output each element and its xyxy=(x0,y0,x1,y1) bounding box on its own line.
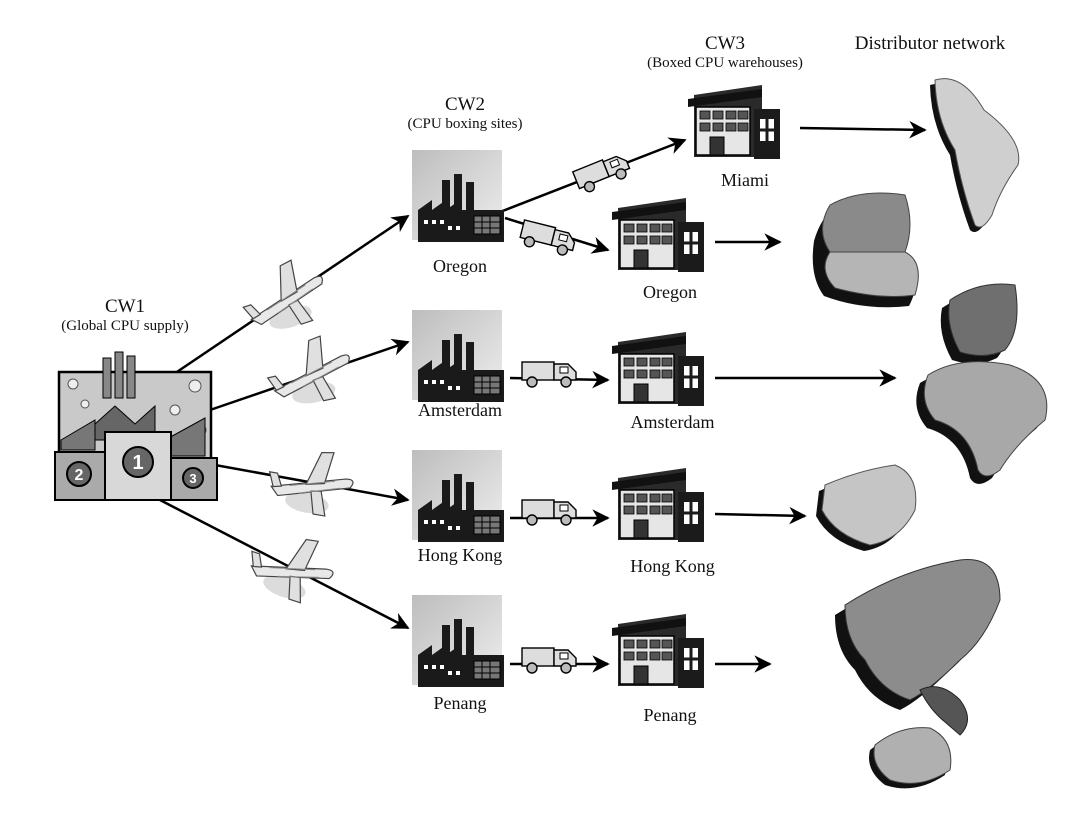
truck-icon xyxy=(521,499,577,526)
cw3-site-amsterdam: Amsterdam xyxy=(630,412,715,432)
warehouse-icon xyxy=(610,612,706,690)
airplane-icon xyxy=(263,441,359,521)
cw2-subtitle: (CPU boxing sites) xyxy=(407,115,523,132)
arrow-miami-southamerica xyxy=(799,120,927,139)
cw1-label: CW1 (Global CPU supply) xyxy=(30,296,220,335)
cw3-site-oregon: Oregon xyxy=(643,282,697,302)
airplane-icon xyxy=(233,252,335,341)
china-map-icon xyxy=(816,464,917,551)
factory-icon xyxy=(411,149,505,243)
cw3-site-miami: Miami xyxy=(721,170,769,190)
truck-icon xyxy=(572,150,633,196)
cw3-subtitle: (Boxed CPU warehouses) xyxy=(647,54,803,71)
north-america-map-icon xyxy=(812,192,919,308)
warehouse-icon xyxy=(686,83,782,161)
svg-text:3: 3 xyxy=(189,471,196,486)
arrow-hongkong-china xyxy=(714,506,807,525)
cw2-site-penang: Penang xyxy=(433,693,487,713)
truck-icon xyxy=(521,647,577,674)
truck-icon xyxy=(521,361,577,388)
airplane-icon xyxy=(260,330,358,412)
airplane-icon xyxy=(240,522,342,611)
warehouse-icon xyxy=(610,196,706,274)
cw2-site-hongkong: Hong Kong xyxy=(417,545,503,565)
svg-text:1: 1 xyxy=(132,452,143,474)
truck-icon xyxy=(517,219,578,258)
svg-text:2: 2 xyxy=(75,467,84,484)
cw3-site-hongkong: Hong Kong xyxy=(630,556,715,576)
cw2-label: CW2 (CPU boxing sites) xyxy=(375,94,555,133)
cw3-site-penang: Penang xyxy=(643,705,697,725)
distributor-network-title: Distributor network xyxy=(854,33,1006,54)
cw2-site-oregon: Oregon xyxy=(433,256,487,276)
warehouse-icon xyxy=(610,466,706,544)
podium-factory-icon: 2 1 3 xyxy=(54,351,218,501)
cw1-title: CW1 xyxy=(104,296,146,317)
arrow-cw1-penang xyxy=(159,498,410,630)
cw2-site-amsterdam: Amsterdam xyxy=(418,400,502,420)
factory-icon xyxy=(411,594,505,688)
cw1-subtitle: (Global CPU supply) xyxy=(61,317,189,334)
factory-icon xyxy=(411,309,505,403)
asia-australia-map-icon xyxy=(835,559,1001,789)
cw3-title: CW3 xyxy=(704,33,746,54)
cw2-title: CW2 xyxy=(444,94,486,115)
cw3-label: CW3 (Boxed CPU warehouses) xyxy=(615,33,835,72)
warehouse-icon xyxy=(610,330,706,408)
europe-africa-map-icon xyxy=(916,283,1048,484)
south-america-map-icon xyxy=(930,78,1020,233)
factory-icon xyxy=(411,449,505,543)
